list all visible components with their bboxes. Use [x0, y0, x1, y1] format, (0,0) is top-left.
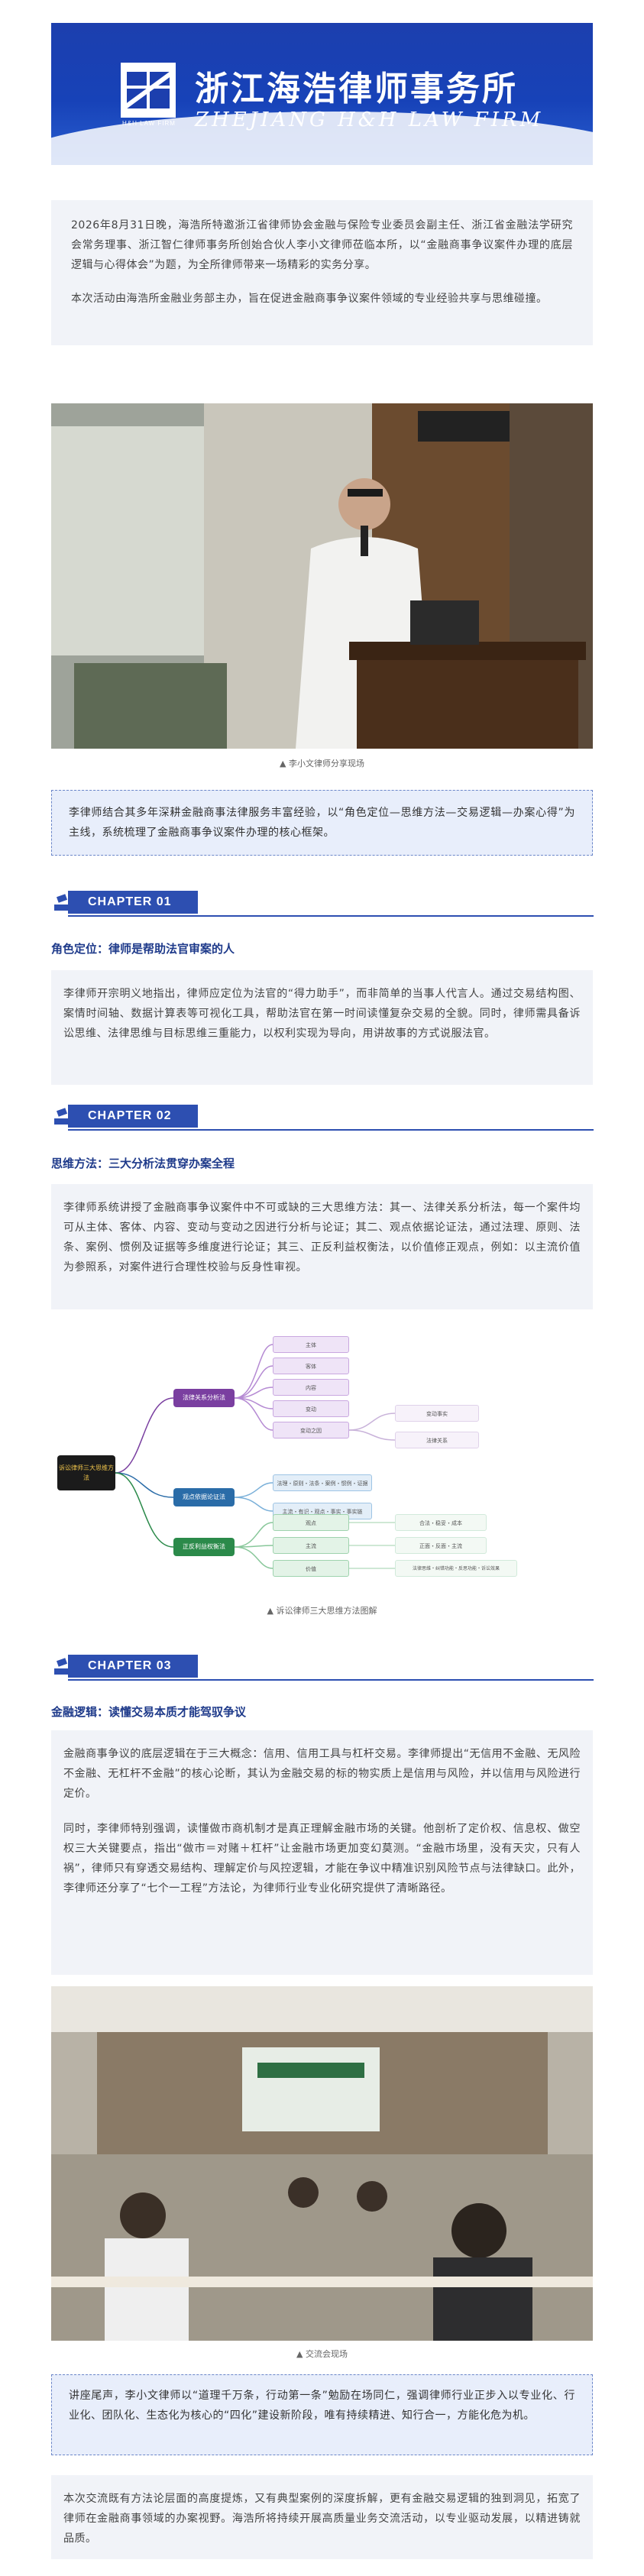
chapter-03-body-1: 金融商事争议的底层逻辑在于三大概念：信用、信用工具与杠杆交易。李律师提出“无信用… [63, 1748, 581, 1800]
intro-box: 2026年8月31日晚，海浩所特邀浙江省律师协会金融与保险专业委员会副主任、浙江… [51, 200, 593, 345]
firm-logo-icon [121, 63, 176, 118]
mindmap-root: 诉讼律师三大思维方法 [57, 1455, 115, 1490]
mindmap-leaf: 价值 [273, 1560, 349, 1577]
chapter-03-header: CHAPTER 03 [51, 1650, 594, 1681]
chapter-01-box: 李律师开宗明义地指出，律师应定位为法官的“得力助手”，而非简单的当事人代言人。通… [51, 970, 593, 1085]
mindmap-leaf: 客体 [273, 1358, 349, 1374]
mindmap-branch-3: 正反利益权衡法 [173, 1538, 235, 1556]
chapter-03-body-2: 同时，李律师特别强调，读懂做市商机制才是真正理解金融市场的关键。他剖析了定价权、… [63, 1823, 581, 1895]
mindmap-leaf: 内容 [273, 1379, 349, 1396]
chapter-03-title: 金融逻辑：读懂交易本质才能驾驭争议 [51, 1705, 247, 1719]
photo2-caption: ▲ 交流会现场 [296, 2349, 348, 2359]
mindmap-caption: ▲ 诉讼律师三大思维方法图解 [267, 1606, 377, 1616]
chapter-02-rule [68, 1129, 594, 1131]
closing-box: 本次交流既有方法论层面的高度提炼，又有典型案例的深度拆解，更有金融交易逻辑的独到… [51, 2475, 593, 2559]
gavel-icon [54, 894, 68, 911]
chapter-01-rule [68, 915, 594, 917]
firm-name-en: ZHEJIANG H&H LAW FIRM [195, 108, 544, 131]
summary-quote-text: 李律师结合其多年深耕金融商事法律服务丰富经验，以“角色定位—思维方法—交易逻辑—… [69, 807, 575, 839]
speaker-photo [51, 403, 593, 749]
chapter-01-body: 李律师开宗明义地指出，律师应定位为法官的“得力助手”，而非简单的当事人代言人。通… [63, 988, 581, 1040]
gavel-icon [54, 1108, 68, 1125]
mindmap-subleaf: 法律关系 [395, 1432, 479, 1448]
mindmap-leaf: 变动 [273, 1400, 349, 1417]
chapter-02-body: 李律师系统讲授了金融商事争议案件中不可或缺的三大思维方法：其一、法律关系分析法，… [63, 1202, 581, 1273]
intro-paragraph-2: 本次活动由海浩所金融业务部主办，旨在促进金融商事争议案件领域的专业经验共享与思维… [71, 293, 548, 305]
mindmap-branch-2: 观点依据论证法 [173, 1488, 235, 1506]
mindmap-leaf: 观点 [273, 1514, 349, 1531]
chapter-03-label: CHAPTER 03 [68, 1655, 198, 1678]
logo-subtext: H&H LAW FIRM [122, 120, 176, 127]
chapter-02-box: 李律师系统讲授了金融商事争议案件中不可或缺的三大思维方法：其一、法律关系分析法，… [51, 1184, 593, 1309]
closing-quote-text: 讲座尾声，李小文律师以“道理千万条，行动第一条”勉励在场同仁，强调律师行业正步入… [69, 2390, 575, 2422]
intro-paragraph-1: 2026年8月31日晚，海浩所特邀浙江省律师协会金融与保险专业委员会副主任、浙江… [71, 219, 573, 271]
audience-photo [51, 1986, 593, 2341]
mindmap-leaf: 法理・原则・法条・案例・惯例・证据 [273, 1474, 372, 1491]
mindmap-leaf: 变动之因 [273, 1422, 349, 1438]
summary-quote: 李律师结合其多年深耕金融商事法律服务丰富经验，以“角色定位—思维方法—交易逻辑—… [51, 790, 593, 856]
chapter-02-title: 思维方法：三大分析法贯穿办案全程 [51, 1157, 235, 1170]
mindmap-branch-1: 法律关系分析法 [173, 1389, 235, 1407]
closing-quote: 讲座尾声，李小文律师以“道理千万条，行动第一条”勉励在场同仁，强调律师行业正步入… [51, 2374, 593, 2455]
thinking-methods-mindmap: 诉讼律师三大思维方法 法律关系分析法 观点依据论证法 正反利益权衡法 主体 客体… [51, 1325, 593, 1585]
mindmap-subleaf: 合法・稳妥・成本 [395, 1514, 487, 1531]
chapter-01-label: CHAPTER 01 [68, 891, 198, 914]
mindmap-subleaf: 变动事实 [395, 1405, 479, 1422]
header-banner: H&H LAW FIRM 浙江海浩律师事务所 ZHEJIANG H&H LAW … [51, 23, 593, 165]
chapter-02-label: CHAPTER 02 [68, 1105, 198, 1128]
mindmap-leaf: 主流 [273, 1537, 349, 1554]
gavel-icon [54, 1658, 68, 1675]
closing-paragraph: 本次交流既有方法论层面的高度提炼，又有典型案例的深度拆解，更有金融交易逻辑的独到… [63, 2493, 581, 2545]
mindmap-leaf: 主体 [273, 1336, 349, 1353]
firm-name-cn: 浙江海浩律师事务所 [195, 70, 518, 108]
chapter-02-header: CHAPTER 02 [51, 1100, 594, 1131]
chapter-01-title: 角色定位：律师是帮助法官审案的人 [51, 942, 235, 956]
mindmap-subleaf: 正面・反面・主流 [395, 1537, 487, 1554]
chapter-01-header: CHAPTER 01 [51, 886, 594, 917]
mindmap-subleaf: 法律思维・纠错功能・反思功能・诉讼效果 [395, 1560, 517, 1577]
chapter-03-rule [68, 1679, 594, 1681]
photo1-caption: ▲ 李小文律师分享现场 [280, 759, 364, 769]
chapter-03-box: 金融商事争议的底层逻辑在于三大概念：信用、信用工具与杠杆交易。李律师提出“无信用… [51, 1730, 593, 1975]
